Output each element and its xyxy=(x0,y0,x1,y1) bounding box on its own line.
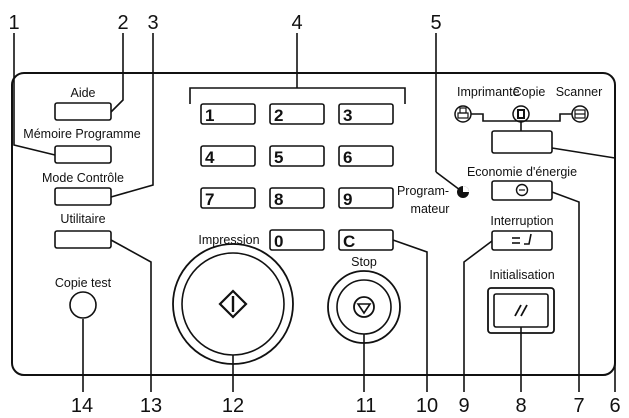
label-aide: Aide xyxy=(70,86,95,100)
label-imprimante: Imprimante xyxy=(457,85,520,99)
copie-test-button[interactable] xyxy=(69,291,97,319)
start-diamond-icon xyxy=(218,289,248,319)
aide-button[interactable] xyxy=(54,102,112,121)
mode-select-button[interactable] xyxy=(491,130,553,154)
leader-7 xyxy=(551,191,580,392)
keypad-8-button[interactable] xyxy=(269,187,325,209)
keypad-0-label: 0 xyxy=(274,232,283,251)
timer-icon xyxy=(457,186,469,198)
printer-icon[interactable] xyxy=(454,105,472,123)
stop-icon xyxy=(353,296,375,318)
reset-icon xyxy=(514,304,528,317)
label-copie: Copie xyxy=(513,85,546,99)
leader-10 xyxy=(392,239,428,392)
mode-connector-line xyxy=(471,113,572,122)
leader-9 xyxy=(463,240,493,392)
keypad-c-label: C xyxy=(343,232,355,251)
keypad-8-label: 8 xyxy=(274,190,283,209)
leader-13 xyxy=(110,239,152,392)
leader-5b xyxy=(435,171,461,191)
label-mode-controle: Mode Contrôle xyxy=(42,171,124,185)
keypad-9-button[interactable] xyxy=(338,187,394,209)
label-memoire-programme: Mémoire Programme xyxy=(23,127,140,141)
scanner-icon[interactable] xyxy=(571,105,589,123)
keypad-3-label: 3 xyxy=(343,106,352,125)
interruption-button[interactable] xyxy=(491,230,553,251)
label-programmateur-1: Program- xyxy=(397,184,449,198)
keypad-9-label: 9 xyxy=(343,190,352,209)
keypad-4-label: 4 xyxy=(205,148,215,167)
leader-3 xyxy=(110,33,154,198)
callout-3: 3 xyxy=(147,12,158,34)
label-initialisation: Initialisation xyxy=(489,268,554,282)
leader-6 xyxy=(551,147,616,392)
keypad-5-button[interactable] xyxy=(269,145,325,167)
leader-1 xyxy=(13,33,56,156)
callout-5: 5 xyxy=(430,12,441,34)
keypad-3-button[interactable] xyxy=(338,103,394,125)
energy-saver-icon xyxy=(515,183,529,197)
callout-8: 8 xyxy=(515,395,526,417)
callout-4: 4 xyxy=(291,12,302,34)
initialisation-button[interactable] xyxy=(493,293,549,328)
keypad-0-button[interactable] xyxy=(269,229,325,251)
keypad-6-button[interactable] xyxy=(338,145,394,167)
utilitaire-button[interactable] xyxy=(54,230,112,249)
keypad-2-label: 2 xyxy=(274,106,283,125)
label-utilitaire: Utilitaire xyxy=(60,212,105,226)
label-impression: Impression xyxy=(198,233,259,247)
callout-6: 6 xyxy=(609,395,620,417)
callout-7: 7 xyxy=(573,395,584,417)
keypad-6-label: 6 xyxy=(343,148,352,167)
label-stop: Stop xyxy=(351,255,377,269)
label-scanner: Scanner xyxy=(556,85,603,99)
interrupt-icon xyxy=(512,233,532,245)
keypad-7-label: 7 xyxy=(205,190,214,209)
label-economie-energie: Economie d'énergie xyxy=(467,165,577,179)
keypad-2-button[interactable] xyxy=(269,103,325,125)
keypad-7-button[interactable] xyxy=(200,187,256,209)
callout-9: 9 xyxy=(458,395,469,417)
callout-12: 12 xyxy=(222,395,244,417)
keypad-4-button[interactable] xyxy=(200,145,256,167)
callout-13: 13 xyxy=(140,395,162,417)
label-programmateur-2: mateur xyxy=(411,202,450,216)
mode-controle-button[interactable] xyxy=(54,187,112,206)
copy-icon[interactable] xyxy=(512,105,530,123)
keypad-5-label: 5 xyxy=(274,148,283,167)
label-copie-test: Copie test xyxy=(55,276,112,290)
callout-10: 10 xyxy=(416,395,438,417)
callout-1: 1 xyxy=(8,12,19,34)
memoire-programme-button[interactable] xyxy=(54,145,112,164)
label-interruption: Interruption xyxy=(490,214,553,228)
callout-11: 11 xyxy=(356,395,377,417)
callout-2: 2 xyxy=(117,12,128,34)
leader-2 xyxy=(110,33,124,113)
keypad-1-label: 1 xyxy=(205,106,214,125)
keypad-1-button[interactable] xyxy=(200,103,256,125)
stop-button[interactable] xyxy=(336,279,392,335)
callout-14: 14 xyxy=(71,395,93,417)
